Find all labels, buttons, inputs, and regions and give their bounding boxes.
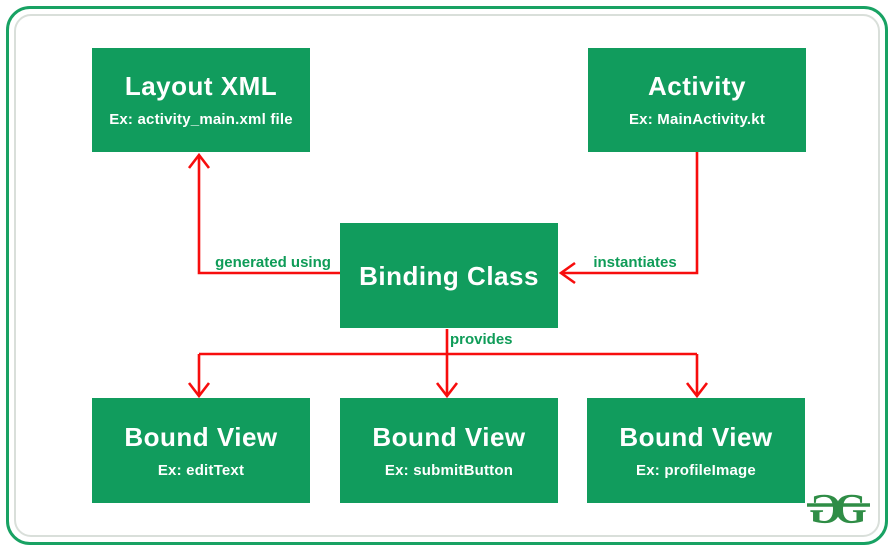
edge-label-instantiates: instantiates [593, 254, 677, 271]
logo-letter-right: G [834, 487, 867, 533]
node-binding-class: Binding Class [340, 223, 558, 328]
node-title: Activity [648, 71, 746, 101]
node-title: Bound View [619, 421, 773, 452]
node-title: Layout XML [124, 71, 278, 101]
node-bound-view-submitbutton: Bound View Ex: submitButton [340, 398, 558, 503]
edge-label-generated-using: generated using [215, 254, 331, 271]
arrow-provides [187, 329, 709, 399]
node-title: Bound View [372, 421, 526, 452]
logo-letter-left: G [809, 487, 842, 533]
node-bound-view-profileimage: Bound View Ex: profileImage [587, 398, 805, 503]
node-subtitle: Ex: MainActivity.kt [628, 111, 766, 128]
node-subtitle: Ex: editText [157, 461, 245, 479]
node-activity: Activity Ex: MainActivity.kt [588, 48, 806, 152]
node-subtitle: Ex: activity_main.xml file [109, 111, 293, 128]
node-title: Binding Class [359, 260, 539, 291]
node-subtitle: Ex: profileImage [636, 461, 756, 479]
node-title: Bound View [124, 421, 278, 452]
node-layout-xml: Layout XML Ex: activity_main.xml file [92, 48, 310, 152]
geeksforgeeks-logo: G G [807, 487, 870, 533]
edge-label-provides: provides [450, 331, 513, 348]
node-bound-view-edittext: Bound View Ex: editText [92, 398, 310, 503]
node-subtitle: Ex: submitButton [384, 461, 514, 479]
